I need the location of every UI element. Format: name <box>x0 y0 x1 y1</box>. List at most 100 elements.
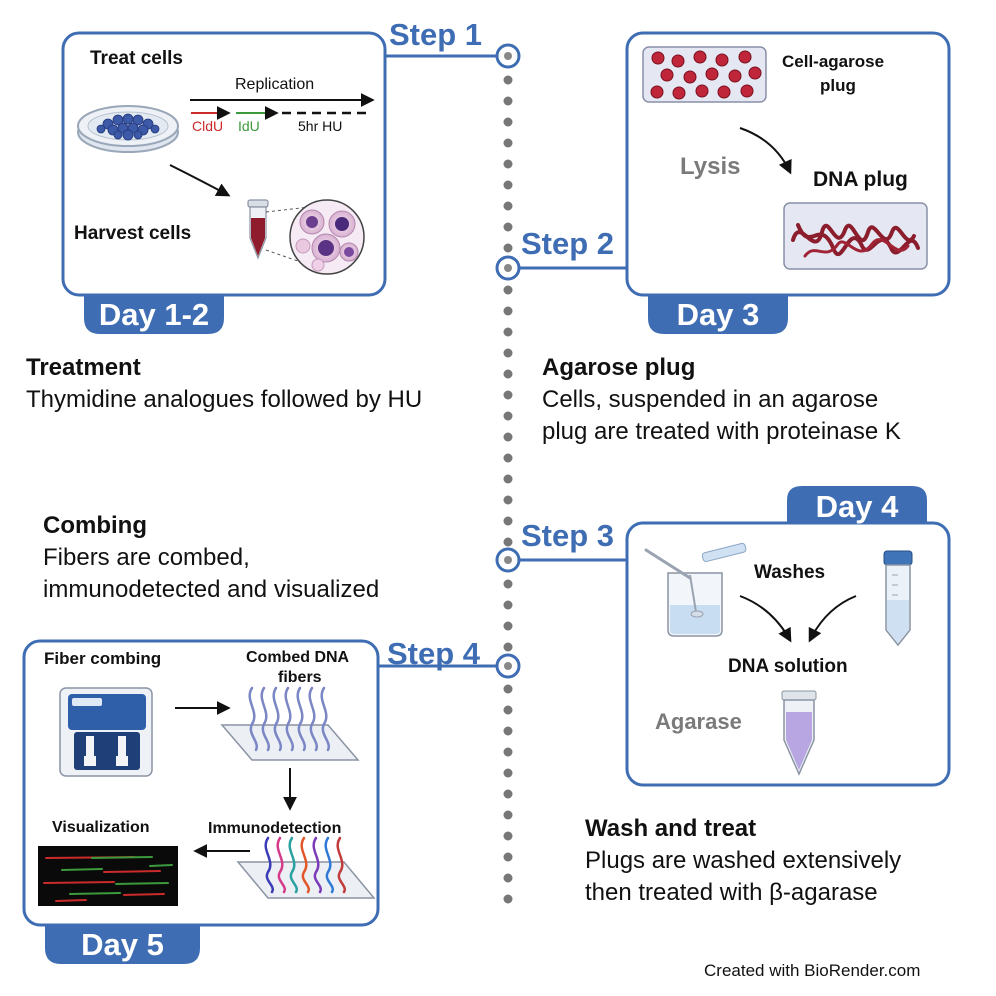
lysis-label: Lysis <box>680 153 741 180</box>
timeline-dot <box>503 180 513 190</box>
biorender-credit: Created with BioRender.com <box>704 961 921 980</box>
immunodetected-fiber <box>300 836 311 894</box>
replication-label: Replication <box>235 76 315 93</box>
timeline-dot <box>503 852 513 862</box>
combing-text-2: immunodetected and visualized <box>43 576 380 603</box>
immunodetected-coverslip-icon <box>236 836 376 899</box>
combing-machine-icon <box>59 687 153 777</box>
dna-fiber <box>260 686 271 752</box>
timeline-dot <box>503 747 513 757</box>
dna-fiber <box>308 686 319 752</box>
timeline-dot <box>503 348 513 358</box>
timeline-dot <box>503 222 513 232</box>
day-tab-4 <box>45 925 200 964</box>
timeline-dot <box>503 138 513 148</box>
tube-icon <box>247 199 269 260</box>
combing-title: Combing <box>43 512 147 539</box>
agarose-text-2: plug are treated with proteinase K <box>542 418 901 445</box>
fiber-signal <box>55 899 87 902</box>
timeline-dot <box>503 600 513 610</box>
hu-label: 5hr HU <box>298 118 343 134</box>
timeline-dot <box>503 75 513 85</box>
combed-dna-label: Combed DNA <box>246 649 350 666</box>
day-tab-3 <box>787 486 927 523</box>
day-label-3: Day 4 <box>815 489 899 524</box>
dna-solution-tube-icon <box>781 690 817 776</box>
timeline-dot <box>503 873 513 883</box>
timeline-dot <box>503 768 513 778</box>
timeline-dot <box>503 495 513 505</box>
timeline-dot <box>503 390 513 400</box>
timeline-dot <box>503 243 513 253</box>
timeline-dots <box>503 75 513 904</box>
wash-text-2: then treated with β-agarase <box>585 879 878 906</box>
timeline-dot <box>503 432 513 442</box>
timeline-dot <box>503 285 513 295</box>
timeline-dot <box>503 810 513 820</box>
timeline-dot <box>503 96 513 106</box>
dna-fiber <box>272 686 283 752</box>
dna-plug-icon <box>783 202 928 270</box>
dna-fiber <box>248 686 259 752</box>
falcon-tube-icon <box>883 550 913 647</box>
immunodetected-fiber <box>288 836 299 894</box>
step-1-label: Step 1 <box>389 17 483 52</box>
combed-coverslip-icon <box>220 686 360 761</box>
panel-step-1 <box>61 31 387 334</box>
timeline-dot <box>503 621 513 631</box>
panel-step-4 <box>22 639 380 964</box>
immunodetection-label: Immunodetection <box>208 820 342 837</box>
fiber-signal <box>69 892 121 895</box>
combing-text-1: Fibers are combed, <box>43 544 250 571</box>
timeline-node-4 <box>495 653 521 679</box>
day-label-4: Day 5 <box>81 927 164 962</box>
fiber-signal <box>149 864 173 867</box>
dna-plug-label: DNA plug <box>813 168 908 191</box>
timeline-dot <box>503 327 513 337</box>
timeline-dot <box>503 516 513 526</box>
timeline <box>378 43 627 904</box>
timeline-node-2 <box>495 255 521 281</box>
timeline-dot <box>503 306 513 316</box>
plug-label: plug <box>820 76 856 95</box>
panel-step-3 <box>625 486 951 787</box>
panel-step-2 <box>625 31 951 334</box>
day-label-2: Day 3 <box>676 297 760 332</box>
petri-dish-icon <box>77 105 179 153</box>
dna-fiber <box>296 686 307 752</box>
treatment-title: Treatment <box>26 354 141 381</box>
timeline-dot <box>503 726 513 736</box>
agarose-plug-icon <box>642 46 767 103</box>
timeline-dot <box>503 705 513 715</box>
agarose-title: Agarose plug <box>542 354 696 381</box>
cell-icon <box>289 199 365 275</box>
washes-label: Washes <box>754 562 826 583</box>
fiber-signal <box>103 870 161 873</box>
agarase-label: Agarase <box>655 709 742 734</box>
immunodetected-fiber <box>336 836 347 894</box>
timeline-dot <box>503 369 513 379</box>
timeline-dot <box>503 117 513 127</box>
fiber-signal <box>43 881 115 884</box>
timeline-dot <box>503 579 513 589</box>
agarose-text-1: Cells, suspended in an agarose <box>542 386 879 413</box>
step-2-label: Step 2 <box>521 226 615 261</box>
fiber-signal <box>115 882 169 885</box>
fiber-signal <box>123 893 165 896</box>
dna-solution-label: DNA solution <box>728 656 848 677</box>
wash-title: Wash and treat <box>585 815 757 842</box>
timeline-dot <box>503 453 513 463</box>
immunodetected-fiber <box>264 836 275 894</box>
fiber-combing-label: Fiber combing <box>44 649 162 668</box>
timeline-dot <box>503 411 513 421</box>
harvest-cells-label: Harvest cells <box>74 223 192 244</box>
immunodetected-fiber <box>276 836 287 894</box>
step-3-label: Step 3 <box>521 518 615 553</box>
immunodetected-fiber <box>324 836 335 894</box>
immunodetected-fiber <box>312 836 323 894</box>
idu-label: IdU <box>238 118 260 134</box>
step-4-label: Step 4 <box>387 636 481 671</box>
timeline-node-1 <box>495 43 521 69</box>
